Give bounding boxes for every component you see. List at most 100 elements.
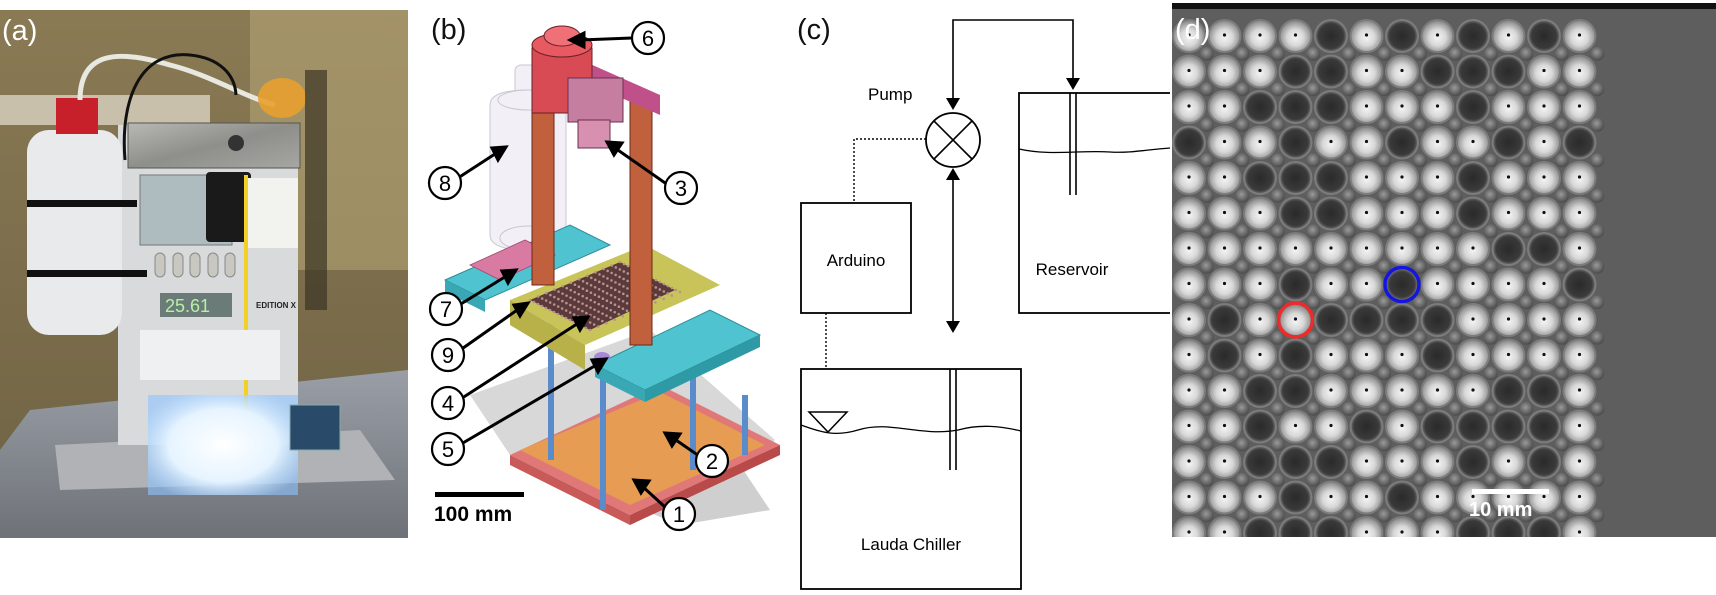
interstitial-well [1554,46,1569,61]
interstitial-well [1199,366,1214,381]
illuminated-sample-stage [148,395,298,495]
droplet-marker [1187,281,1191,286]
nav-keypad [248,178,298,248]
grid-well [618,260,622,264]
grid-well [536,302,540,306]
droplet-marker [1258,210,1262,215]
interstitial-well [1554,366,1569,381]
interstitial-well [1341,224,1356,239]
interstitial-well [1412,295,1427,310]
grid-well [548,308,552,312]
droplet-marker [1222,175,1227,179]
droplet-marker [1542,175,1546,179]
droplet-marker [1577,352,1582,357]
panel-label-d: (d) [1175,14,1211,46]
droplet-marker [1364,281,1369,286]
droplet-marker [1293,33,1298,37]
interstitial-well [1519,366,1534,381]
grid-well [532,300,536,304]
droplet-marker [1187,210,1191,215]
well-frozen [1422,411,1453,442]
interstitial-well [1590,117,1605,132]
interstitial-well [1483,330,1498,345]
droplet-marker [1577,423,1582,428]
scale-bar-line [435,492,524,497]
interstitial-well [1412,330,1427,345]
droplet-marker [1400,459,1404,463]
droplet-marker [1542,210,1546,215]
droplet-marker [1187,530,1191,534]
cable-tie-lower [27,270,147,277]
grid-well [609,308,613,312]
droplet-marker [1293,317,1298,321]
grid-well [569,296,572,299]
grid-well [654,278,658,282]
grid-well [625,294,629,298]
grid-well [654,286,658,289]
callout-5: 5 [430,431,466,467]
orange-tray [520,392,765,505]
interstitial-well [1199,508,1214,523]
interstitial-well [1448,153,1463,168]
panel-label-c: (c) [797,14,831,46]
grid-well [597,310,600,313]
droplet-marker [1435,139,1440,144]
droplet-marker [1577,246,1582,250]
interstitial-well [1306,153,1321,168]
interstitial-well [1377,82,1392,97]
panel-d-wellplate: 10 mm (d) [1172,3,1716,537]
interstitial-well [1519,259,1534,274]
plate-top-edge [1172,3,1716,9]
lens-box [567,77,624,123]
droplet-marker [1222,33,1227,37]
interstitial-well [1554,472,1569,487]
interstitial-well [1306,259,1321,274]
interstitial-well [1270,46,1285,61]
grid-well [597,317,600,321]
grid-well [626,279,629,283]
grid-well [601,297,605,301]
droplet-marker [1222,530,1227,534]
arrow-into-pump [946,98,960,110]
interstitial-well [1519,153,1534,168]
interstitial-well [1412,437,1427,452]
well-frozen [1280,340,1311,371]
interstitial-well [1377,224,1392,239]
interstitial-well [1519,437,1534,452]
grid-well [585,281,589,285]
well-frozen [1280,518,1311,537]
grid-well [613,303,617,307]
droplet-marker [1435,175,1440,179]
scale-bar-label: 100 mm [434,503,512,526]
interstitial-well [1341,366,1356,381]
interstitial-well [1519,295,1534,310]
interstitial-well [1448,330,1463,345]
droplet-marker [1222,423,1227,428]
interstitial-well [1377,117,1392,132]
interstitial-well [1448,437,1463,452]
grid-well [601,282,605,286]
interstitial-well [1590,437,1605,452]
grid-well [573,298,576,301]
grid-well [618,275,621,279]
grid-well [594,271,597,274]
well-frozen [1316,56,1346,87]
callout-2: 2 [694,443,730,479]
grid-well [602,275,605,278]
droplet-marker [1364,68,1369,73]
grid-well [670,286,674,290]
interstitial-well [1412,82,1427,97]
mount-hole [228,135,244,151]
droplet-marker [1364,33,1369,37]
panel-c-schematic: Pump Arduino Reservoir Lauda Chiller (c) [780,0,1200,590]
droplet-marker [1400,530,1404,534]
interstitial-well [1519,46,1534,61]
grid-well [601,304,605,308]
well-frozen [1245,518,1275,537]
interstitial-well [1235,153,1250,168]
interstitial-well [1270,437,1285,452]
interstitial-well [1235,401,1250,416]
grid-well [658,280,662,284]
interstitial-well [1235,295,1250,310]
grid-well [609,316,612,319]
